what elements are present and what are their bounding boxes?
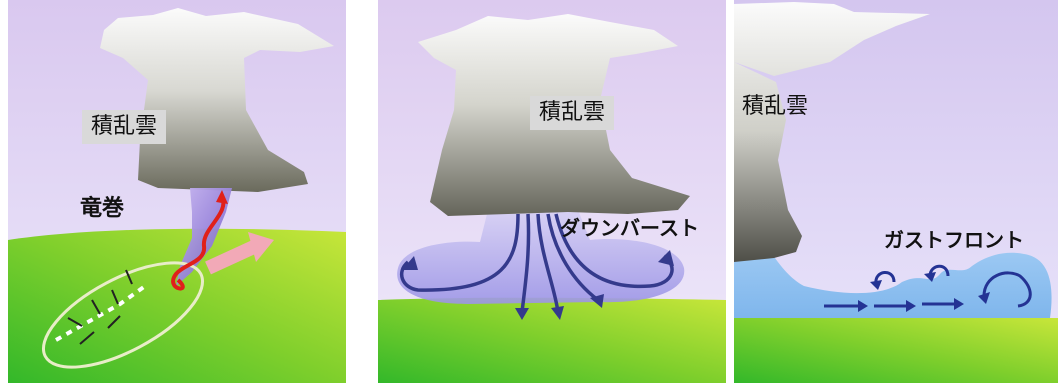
- inflow-spiral: [171, 195, 226, 291]
- tornado-illustration: [8, 0, 346, 383]
- gust-front-label: ガストフロント: [884, 228, 1024, 252]
- cumulonimbus-label: 積乱雲: [82, 110, 167, 144]
- cumulonimbus-label: 積乱雲: [742, 94, 809, 119]
- downburst-label: ダウンバースト: [560, 216, 699, 240]
- downburst-illustration: [378, 0, 726, 383]
- panel-gust-front: 積乱雲 ガストフロント: [734, 0, 1058, 383]
- cumulonimbus-cloud: [100, 8, 334, 192]
- gust-front-illustration: [734, 0, 1058, 383]
- tornado-label: 竜巻: [80, 196, 125, 221]
- cumulonimbus-label: 積乱雲: [530, 96, 615, 130]
- cold-air-outflow: [734, 210, 1052, 318]
- movement-arrow: [205, 232, 274, 275]
- downburst-air: [397, 210, 685, 304]
- cumulonimbus-cloud: [734, 2, 930, 262]
- debris-arrows: [67, 269, 133, 345]
- track-ellipse: [41, 261, 205, 369]
- panel-tornado: 積乱雲 竜巻: [8, 0, 346, 383]
- panel-downburst: 積乱雲 ダウンバースト: [378, 0, 726, 383]
- downdraft-arrows: [399, 213, 674, 313]
